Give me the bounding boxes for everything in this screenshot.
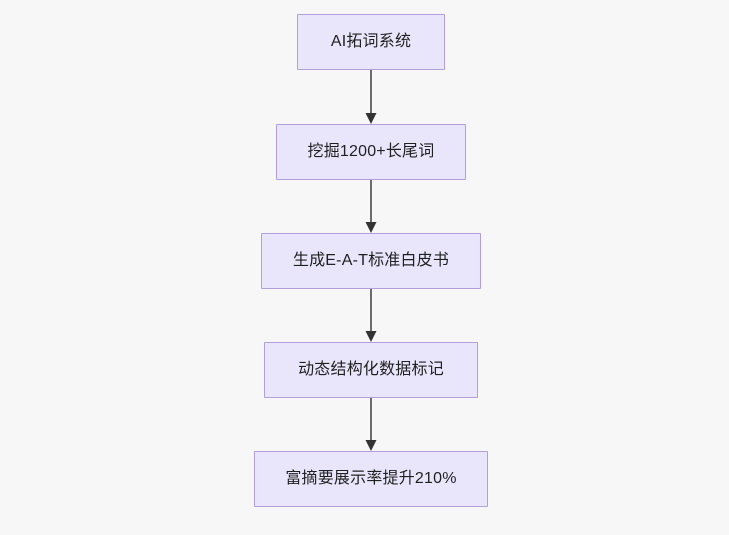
flowchart-node-generate-eat-whitepaper[interactable]: 生成E-A-T标准白皮书 [261,233,481,289]
flowchart-node-label: AI拓词系统 [330,33,412,50]
flowchart-node-ai-keyword-system[interactable]: AI拓词系统 [297,14,445,70]
flowchart-node-label: 富摘要展示率提升210% [285,470,457,487]
flowchart-node-dynamic-structured-data-markup[interactable]: 动态结构化数据标记 [264,342,478,398]
edge-n4-n5 [365,398,377,451]
flowchart-node-mine-longtail-keywords[interactable]: 挖掘1200+长尾词 [276,124,466,180]
flowchart-node-rich-snippet-impression-uplift[interactable]: 富摘要展示率提升210% [254,451,488,507]
flowchart-node-label: 生成E-A-T标准白皮书 [292,252,450,269]
edge-n1-n2 [365,70,377,124]
edge-n2-n3 [365,180,377,233]
edge-n3-n4 [365,289,377,342]
flowchart-node-label: 动态结构化数据标记 [298,361,444,378]
flowchart-node-label: 挖掘1200+长尾词 [307,143,435,160]
